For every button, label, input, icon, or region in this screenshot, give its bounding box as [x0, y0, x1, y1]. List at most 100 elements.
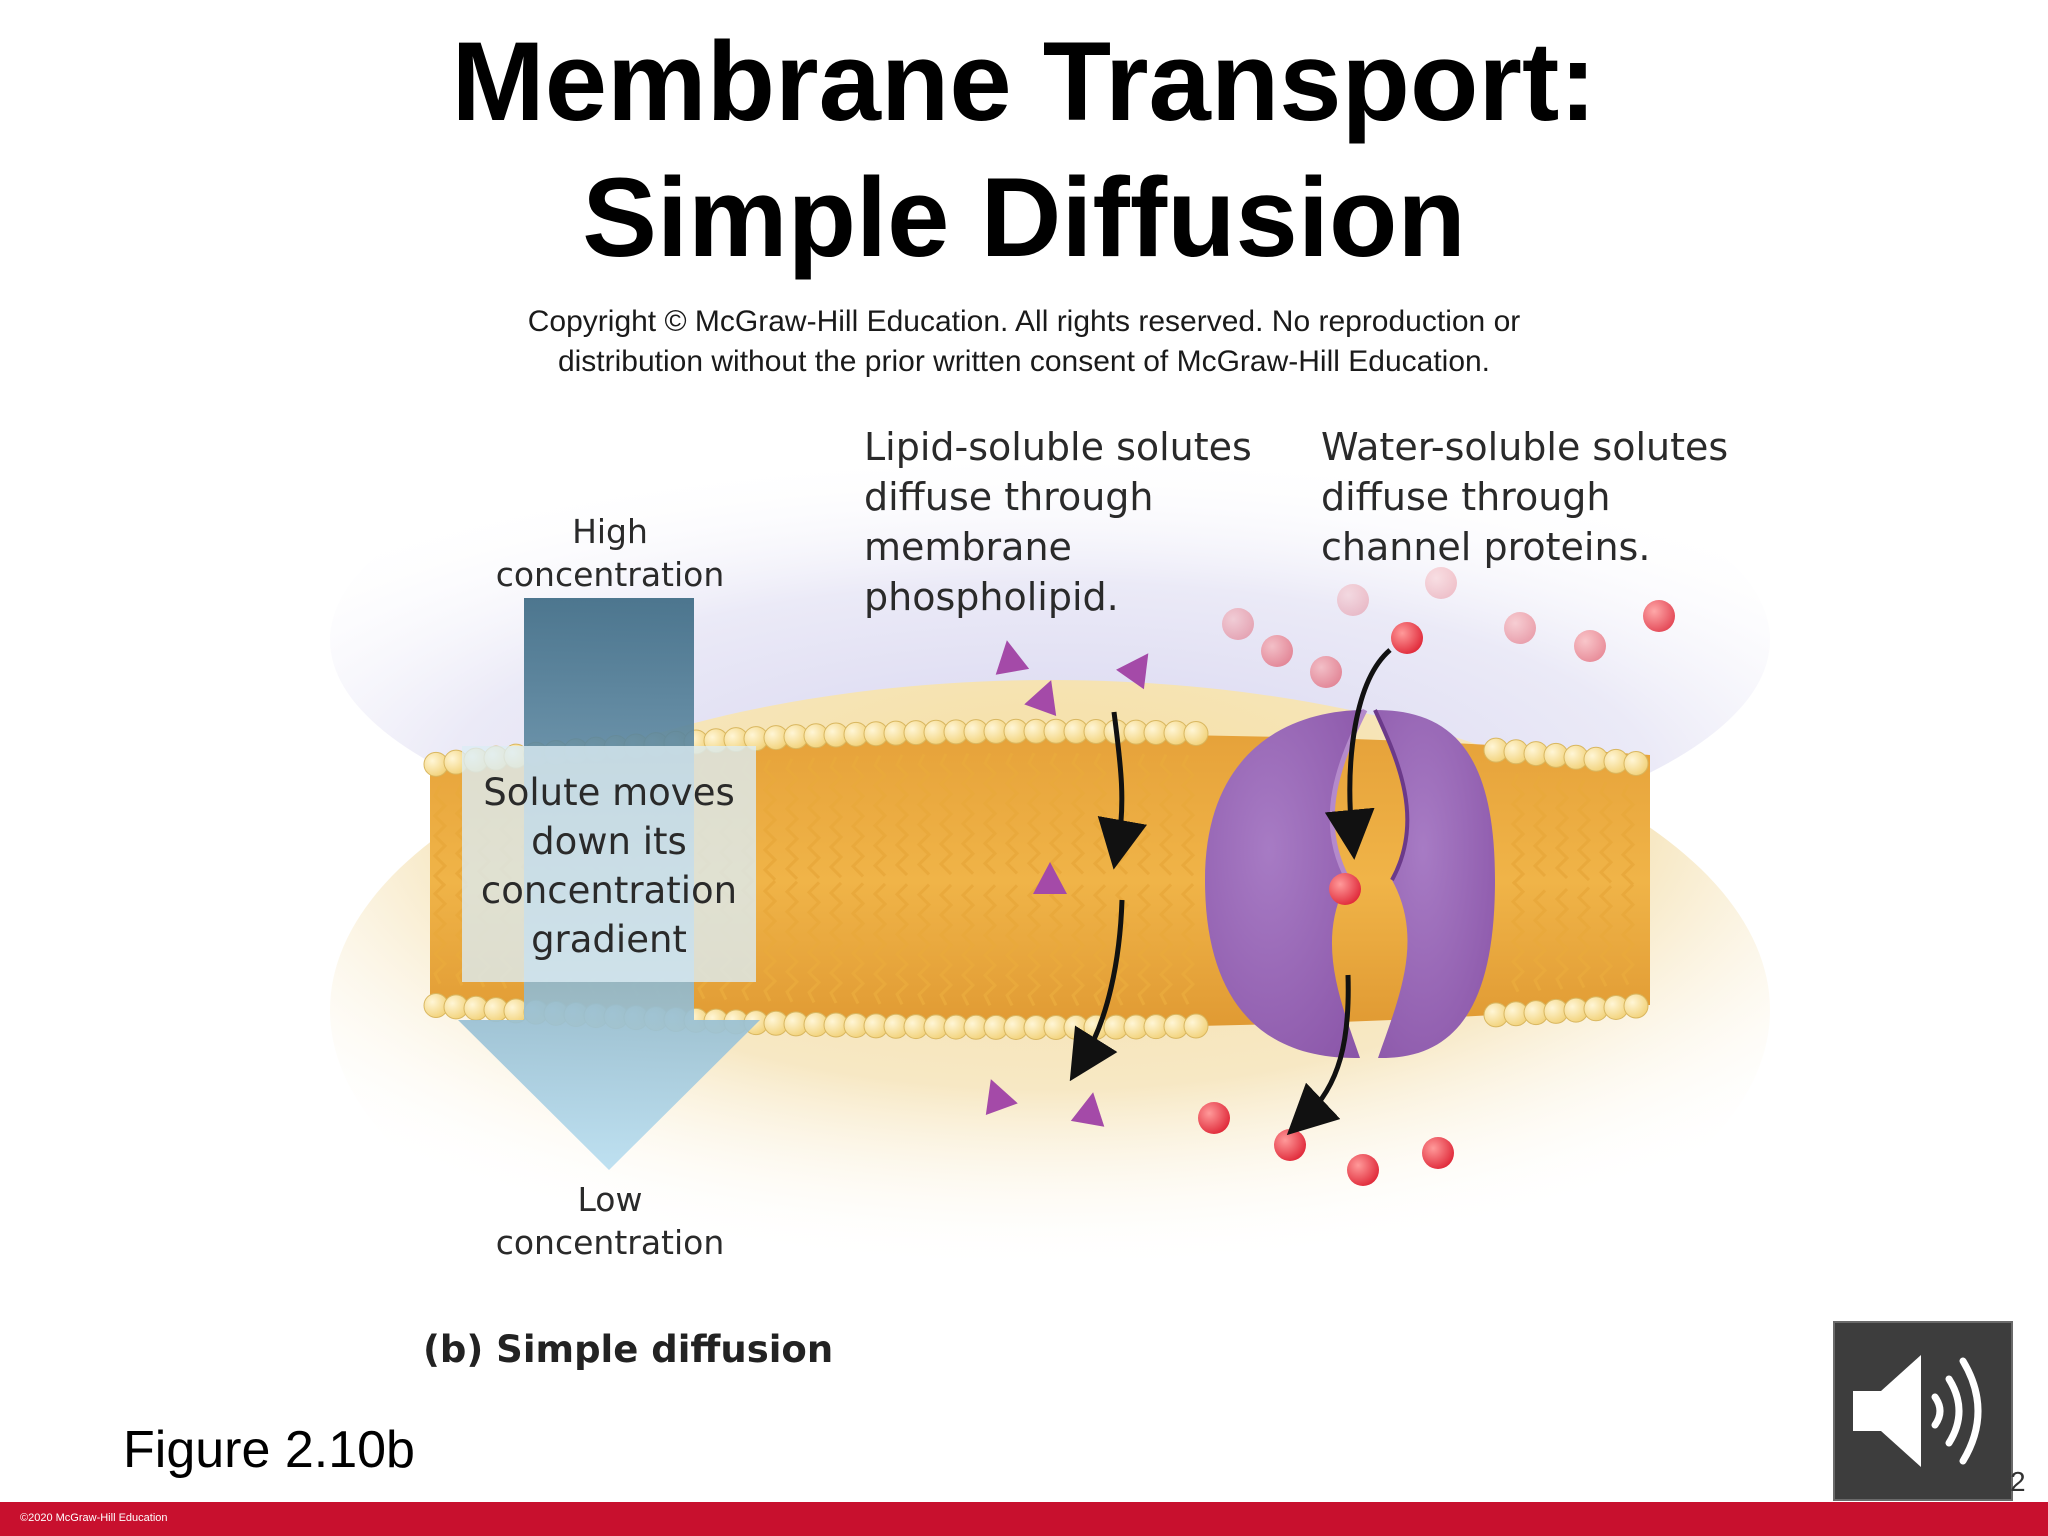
- high-label-line-1: High: [572, 512, 648, 551]
- water-solute: [1261, 635, 1293, 667]
- gradient-label: Solute moves down its concentration grad…: [462, 746, 756, 982]
- lipid-tail: [1070, 752, 1086, 875]
- water-label-line-3: channel proteins.: [1321, 525, 1651, 569]
- lipid-tail: [1510, 880, 1526, 993]
- lipid-tail: [432, 785, 448, 887]
- lipid-tail: [1180, 883, 1196, 1005]
- phospholipid-head: [1623, 750, 1649, 776]
- water-solute: [1425, 567, 1457, 599]
- lipid-tail: [762, 880, 778, 1002]
- lipid-tail: [916, 753, 932, 876]
- lipid-soluble-solutes: [985, 640, 1149, 1127]
- lipid-tail: [1136, 753, 1152, 876]
- lipid-tail: [432, 882, 448, 985]
- lipid-solute: [995, 640, 1030, 675]
- high-label-line-2: concentration: [495, 555, 725, 594]
- channel-path-arrow-top: [1324, 648, 1392, 860]
- phospholipid-head: [1183, 720, 1209, 746]
- phospholipid-head: [1623, 993, 1649, 1019]
- water-solute: [1391, 622, 1423, 654]
- lipid-tail: [784, 758, 800, 880]
- water-solute: [1310, 656, 1342, 688]
- gradient-label-line-1: Solute moves: [483, 771, 735, 814]
- low-concentration-label: Low concentration: [480, 1178, 740, 1264]
- gradient-label-line-2: down its: [531, 820, 687, 863]
- gradient-label-line-3: concentration: [480, 869, 738, 912]
- lipid-solute: [985, 1079, 1018, 1115]
- footer-copyright: ©2020 McGraw-Hill Education: [20, 1512, 168, 1524]
- lipid-tail: [1004, 884, 1020, 1007]
- lipid-tail: [960, 753, 976, 875]
- lipid-tail: [1026, 884, 1042, 1007]
- figure-reference: Figure 2.10b: [123, 1421, 415, 1479]
- water-solute: [1329, 873, 1361, 905]
- lipid-solute: [1033, 862, 1067, 894]
- lipid-tail: [850, 755, 866, 878]
- diagram-caption: (b) Simple diffusion: [423, 1328, 834, 1371]
- lipid-tail: [1598, 781, 1614, 884]
- lipid-tail: [1576, 779, 1592, 882]
- footer-bar: ©2020 McGraw-Hill Education: [0, 1502, 2048, 1536]
- lipid-tail: [762, 759, 778, 881]
- lipid-tail: [784, 880, 800, 1003]
- lipid-tail: [1620, 783, 1636, 886]
- lipid-tail: [1598, 885, 1614, 987]
- water-label-line-1: Water-soluble solutes: [1321, 425, 1729, 469]
- lipid-tail: [1510, 773, 1526, 886]
- copyright-line-1: Copyright © McGraw-Hill Education. All r…: [527, 305, 1521, 338]
- lipid-tail: [872, 882, 888, 1005]
- lipid-tail: [1620, 883, 1636, 986]
- channel-protein: [1205, 708, 1495, 1059]
- lipid-tail: [938, 883, 954, 1006]
- lipid-tail: [806, 757, 822, 879]
- lipid-tail: [1114, 884, 1130, 1006]
- lipid-tail: [1048, 752, 1064, 875]
- lipid-solute: [1116, 653, 1149, 690]
- lipid-label-line-2: diffuse through: [864, 475, 1154, 519]
- lipid-label-line-4: phospholipid.: [864, 575, 1119, 619]
- lipid-tail: [806, 881, 822, 1004]
- lipid-soluble-label: Lipid-soluble solutes diffuse through me…: [864, 422, 1252, 622]
- gradient-label-line-4: gradient: [531, 918, 687, 961]
- water-solute: [1198, 1102, 1230, 1134]
- lipid-solute: [1024, 680, 1057, 716]
- lipid-label-line-3: membrane: [864, 525, 1072, 569]
- lipid-tail: [1136, 883, 1152, 1006]
- water-solute: [1347, 1154, 1379, 1186]
- lipid-tail: [1070, 884, 1086, 1007]
- lipid-tail: [1158, 754, 1174, 876]
- membrane-diagram: [330, 400, 1770, 1340]
- lipid-tail: [1532, 775, 1548, 877]
- lipid-tail: [1026, 752, 1042, 875]
- audio-play-button[interactable]: [1833, 1321, 2013, 1501]
- page-number: 2: [2010, 1466, 2026, 1497]
- lipid-tail: [1004, 752, 1020, 875]
- water-label-line-2: diffuse through: [1321, 475, 1611, 519]
- water-solute: [1574, 630, 1606, 662]
- lipid-tail: [1554, 777, 1570, 880]
- copyright-line-2: distribution without the prior written c…: [557, 345, 1491, 378]
- lipid-tail: [894, 754, 910, 877]
- water-solute: [1274, 1129, 1306, 1161]
- lipid-tail: [850, 882, 866, 1005]
- water-soluble-label: Water-soluble solutes diffuse through ch…: [1321, 422, 1728, 572]
- lipid-tail: [960, 884, 976, 1006]
- lipid-tail: [894, 883, 910, 1006]
- lipid-tail: [982, 752, 998, 875]
- lipid-path-arrow-bottom: [1069, 899, 1125, 1082]
- water-solute: [1222, 608, 1254, 640]
- lipid-tail: [938, 753, 954, 876]
- water-solute: [1643, 600, 1675, 632]
- water-solute: [1504, 612, 1536, 644]
- low-label-line-2: concentration: [495, 1223, 725, 1262]
- lipid-label-line-1: Lipid-soluble solutes: [864, 425, 1252, 469]
- lipid-tail: [1532, 889, 1548, 992]
- slide-title: Membrane Transport: Simple Diffusion: [0, 14, 2048, 286]
- slide-title-line-1: Membrane Transport:: [451, 19, 1597, 144]
- lipid-tail: [828, 881, 844, 1004]
- lipid-tail: [916, 883, 932, 1006]
- water-solute: [1337, 584, 1369, 616]
- low-label-line-1: Low: [577, 1180, 643, 1219]
- speaker-icon: [1853, 1355, 1982, 1467]
- lipid-tail: [828, 756, 844, 879]
